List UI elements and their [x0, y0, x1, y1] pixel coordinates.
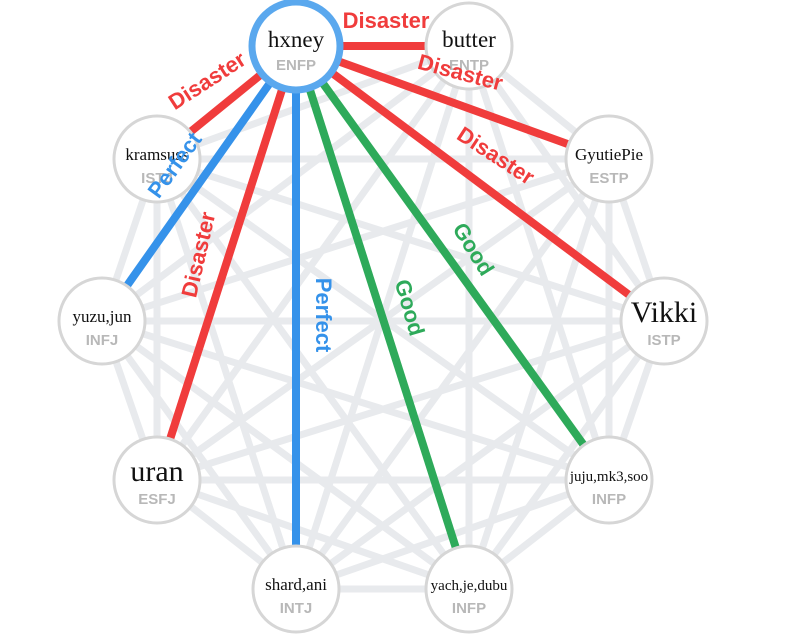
node-circle[interactable] — [112, 114, 202, 204]
node-type: INTJ — [280, 600, 313, 617]
node-type: ESFJ — [138, 491, 176, 508]
background-edge — [98, 317, 473, 593]
background-edge — [292, 155, 613, 593]
node-type: ESTP — [589, 170, 628, 187]
background-edge — [98, 317, 300, 593]
node-name: yuzu,jun — [72, 307, 132, 326]
background-edge — [98, 317, 613, 484]
node-name: juju,mk3,soo — [569, 469, 648, 485]
node-circle[interactable] — [57, 276, 147, 366]
relation-label-shard: Perfect — [311, 278, 336, 353]
node-type: INFP — [592, 491, 626, 508]
relation-label-butter: Disaster — [343, 8, 430, 33]
background-edge — [153, 155, 473, 593]
node-name: Vikki — [631, 296, 698, 329]
relation-edge-gyutiepie — [294, 42, 570, 149]
node-circle[interactable] — [424, 1, 514, 91]
background-edge — [153, 476, 473, 593]
node-type: INFJ — [86, 332, 119, 349]
node-type: INFP — [452, 600, 486, 617]
node-name: shard,ani — [265, 575, 327, 594]
relation-edge-yach — [292, 44, 460, 550]
node-name: butter — [442, 27, 496, 52]
relation-edges — [123, 42, 632, 550]
node-name: GyutiePie — [575, 145, 643, 164]
node-circle[interactable] — [619, 276, 709, 366]
background-edge — [153, 155, 300, 593]
relation-edge-yuzu — [123, 43, 300, 289]
relation-edge-uran — [166, 44, 300, 441]
background-edge — [292, 317, 668, 593]
background-edge — [153, 42, 473, 484]
node-circle[interactable] — [251, 544, 341, 634]
relation-label-kramsuss: Disaster — [164, 46, 251, 114]
node-circle[interactable] — [248, 0, 344, 94]
background-edge — [98, 42, 473, 325]
node-circle[interactable] — [564, 435, 654, 525]
node-type: ISTJ — [141, 170, 173, 187]
nodes: hxneyENFPbutterENTPGyutiePieESTPVikkiIST… — [57, 0, 709, 634]
node-name: yach,je,dubu — [431, 578, 508, 594]
background-edge — [465, 42, 668, 325]
background-edge — [153, 155, 668, 325]
relation-edge-vikki — [293, 42, 632, 299]
node-type: ENTP — [449, 57, 489, 74]
node-circle[interactable] — [112, 435, 202, 525]
node-circle[interactable] — [564, 114, 654, 204]
node-type: ENFP — [276, 57, 316, 74]
node-name: kramsuss — [125, 145, 188, 164]
node-type: ISTP — [647, 332, 680, 349]
background-edge — [465, 317, 668, 593]
relation-edge-juju — [292, 43, 588, 448]
node-name: hxney — [268, 27, 325, 52]
node-name: uran — [130, 455, 183, 488]
node-circle[interactable] — [424, 544, 514, 634]
